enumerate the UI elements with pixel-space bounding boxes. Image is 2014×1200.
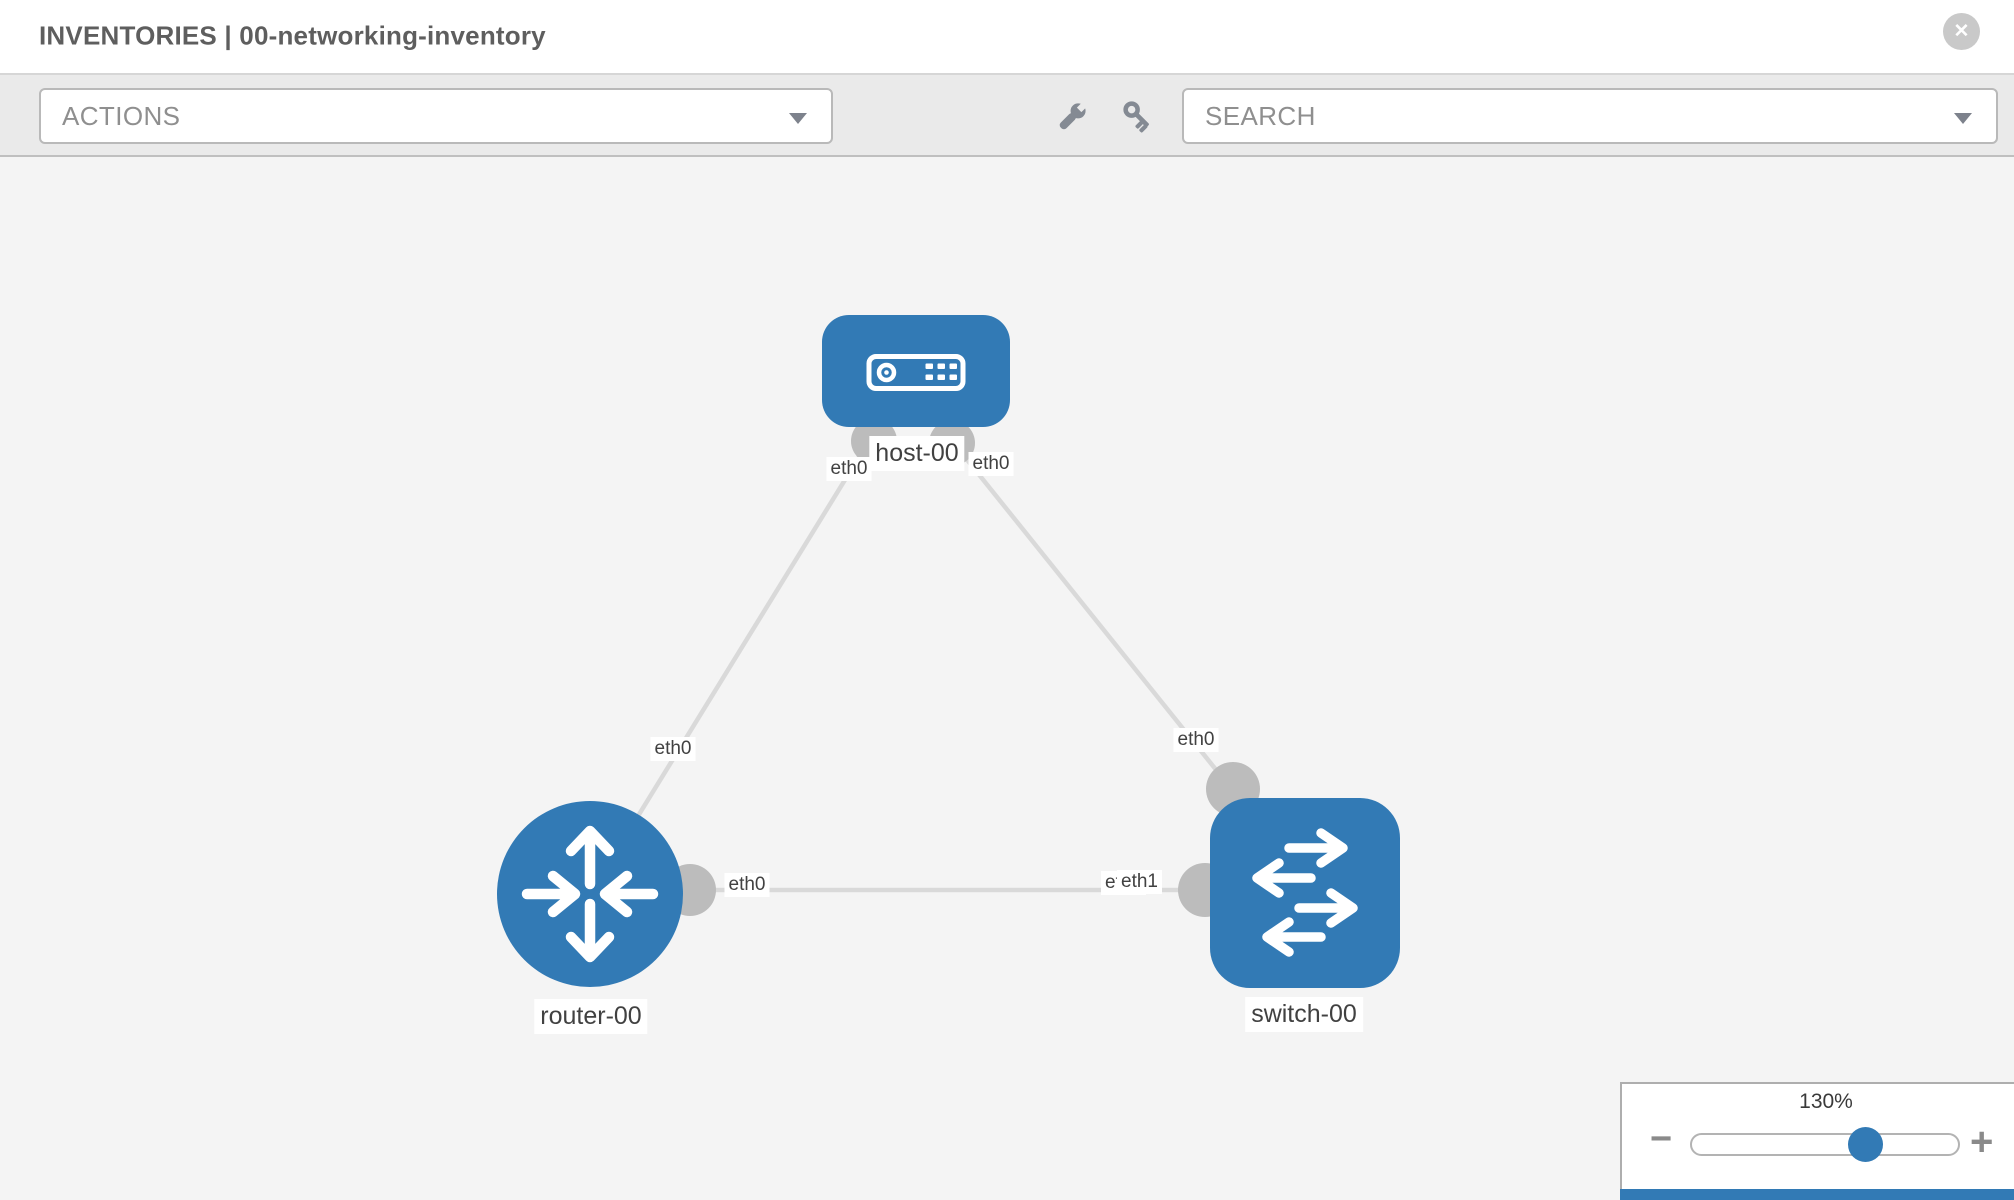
interface-label: eth0 — [724, 873, 770, 897]
switch-icon — [1252, 828, 1358, 957]
wrench-icon — [1059, 101, 1088, 130]
zoom-in-button[interactable]: + — [1970, 1120, 1994, 1164]
zoom-slider-track[interactable] — [1690, 1133, 1960, 1156]
interface-label: eth0 — [1173, 728, 1219, 752]
node-switch-00[interactable] — [1210, 798, 1400, 988]
actions-dropdown-label: ACTIONS — [62, 100, 181, 131]
node-router-00[interactable] — [497, 801, 683, 987]
interface-label: eth1 — [1117, 870, 1162, 894]
actions-dropdown[interactable]: ACTIONS — [39, 88, 833, 144]
toolbar-icons — [1056, 99, 1153, 134]
link-host-switch[interactable] — [950, 439, 1264, 829]
node-label-switch-00: switch-00 — [1245, 997, 1363, 1032]
interface-label: eth0 — [826, 457, 872, 481]
close-button[interactable]: ✕ — [1943, 13, 1980, 50]
chevron-down-icon — [789, 113, 807, 124]
zoom-slider-knob[interactable] — [1848, 1127, 1883, 1162]
page-title: INVENTORIES | 00-networking-inventory — [39, 19, 546, 50]
zoom-level-value: 130% — [1799, 1090, 1853, 1113]
key-button[interactable] — [1121, 101, 1153, 133]
interface-label: eth0 — [650, 737, 696, 761]
search-dropdown-label: SEARCH — [1205, 100, 1316, 131]
router-icon — [521, 825, 659, 963]
close-icon: ✕ — [1953, 21, 1970, 42]
node-label-host-00: host-00 — [869, 436, 965, 471]
topology-canvas[interactable]: eth0 eth0 host-00 eth0 eth0 eth0 eth0 et… — [0, 157, 2014, 1200]
node-label-router-00: router-00 — [534, 999, 648, 1034]
zoom-control-panel: 130% − + — [1620, 1082, 2014, 1200]
toolbar: ACTIONS SEARCH — [0, 75, 2014, 157]
key-icon — [1123, 101, 1149, 133]
node-host-00[interactable] — [822, 315, 1010, 427]
zoom-out-button[interactable]: − — [1650, 1118, 1673, 1160]
wrench-button[interactable] — [1056, 99, 1091, 134]
search-dropdown[interactable]: SEARCH — [1182, 88, 1998, 144]
header-bar: INVENTORIES | 00-networking-inventory ✕ — [0, 0, 2014, 75]
chevron-down-icon — [1954, 113, 1972, 124]
bottom-panel-edge — [1620, 1189, 2014, 1200]
host-icon — [866, 354, 966, 391]
topology-svg — [497, 315, 1400, 988]
interface-label: eth0 — [968, 452, 1014, 476]
